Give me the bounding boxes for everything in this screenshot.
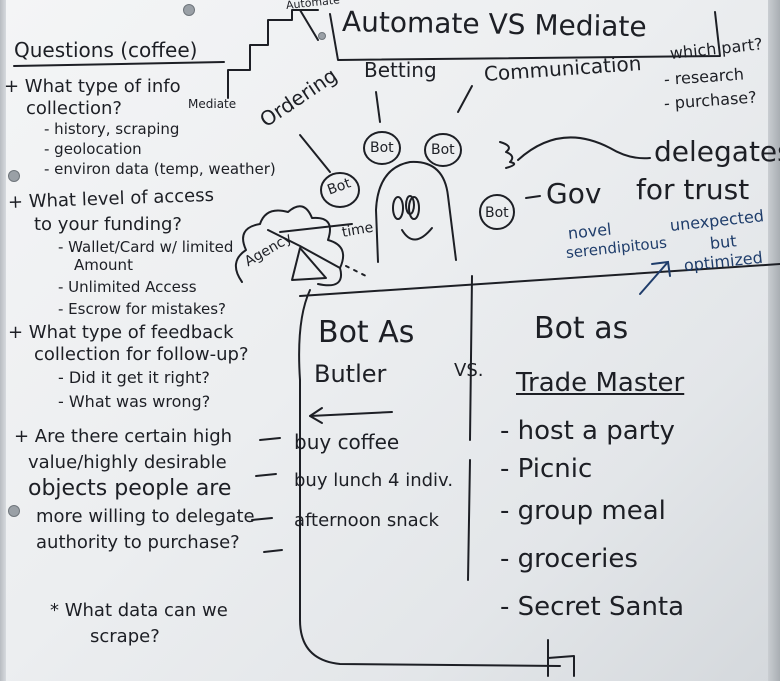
- bot-circle-label: Bot: [485, 205, 509, 221]
- question-line: - environ data (temp, weather): [44, 160, 276, 178]
- bot-circle-label: Bot: [370, 140, 394, 156]
- question-line: authority to purchase?: [36, 532, 240, 553]
- question-line: more willing to delegate: [36, 506, 255, 527]
- question-line: * What data can we: [50, 600, 228, 621]
- trade-item: - Secret Santa: [500, 592, 685, 622]
- question-line: - What was wrong?: [58, 392, 211, 411]
- frame-bolt: [183, 4, 195, 16]
- trade-item: - groceries: [500, 544, 638, 574]
- question-line: - geolocation: [44, 140, 142, 158]
- butler-item: afternoon snack: [294, 510, 439, 531]
- gov-label: Gov: [546, 177, 602, 210]
- frame-bolt: [318, 32, 326, 40]
- question-line: scrape?: [90, 626, 160, 647]
- board-frame-right: [768, 0, 780, 681]
- butler-item: buy coffee: [294, 430, 400, 454]
- trade-item: - group meal: [500, 496, 666, 526]
- question-line: + What type of info: [4, 76, 181, 97]
- frame-bolt: [8, 170, 20, 182]
- question-line: - Did it get it right?: [58, 368, 210, 387]
- question-line: value/highly desirable: [28, 452, 227, 473]
- question-line: collection?: [26, 98, 122, 119]
- question-line: collection for follow-up?: [34, 344, 249, 365]
- stair-label-mediate: Mediate: [188, 97, 237, 111]
- question-line: - history, scraping: [44, 120, 180, 138]
- question-line: + What type of feedback: [8, 322, 234, 343]
- frame-bolt: [8, 505, 20, 517]
- question-line: - Unlimited Access: [58, 278, 197, 296]
- butler-item: buy lunch 4 indiv.: [294, 470, 454, 491]
- question-line: to your funding?: [34, 214, 182, 235]
- trade-heading: Bot as: [534, 311, 629, 346]
- delegates-label: delegates: [654, 135, 780, 168]
- question-line: objects people are: [28, 476, 232, 501]
- trade-subheading: Trade Master: [516, 368, 685, 398]
- board-frame-left: [0, 0, 6, 681]
- butler-heading: Bot As: [318, 315, 415, 350]
- butler-subheading: Butler: [314, 360, 387, 388]
- board-title: Automate VS Mediate: [341, 5, 647, 44]
- but-label: but: [708, 231, 738, 253]
- for-trust-label: for trust: [636, 173, 750, 206]
- question-line: - Wallet/Card w/ limited: [58, 238, 234, 256]
- betting-label: Betting: [364, 58, 437, 82]
- question-line: Amount: [74, 256, 133, 274]
- trade-item: - Picnic: [500, 454, 593, 484]
- question-line: + Are there certain high: [14, 426, 233, 447]
- trade-item: - host a party: [500, 416, 675, 446]
- bot-circle-label: Bot: [431, 142, 455, 158]
- questions-heading: Questions (coffee): [14, 38, 198, 62]
- question-line: - Escrow for mistakes?: [58, 300, 226, 318]
- vs-label: VS.: [454, 360, 484, 381]
